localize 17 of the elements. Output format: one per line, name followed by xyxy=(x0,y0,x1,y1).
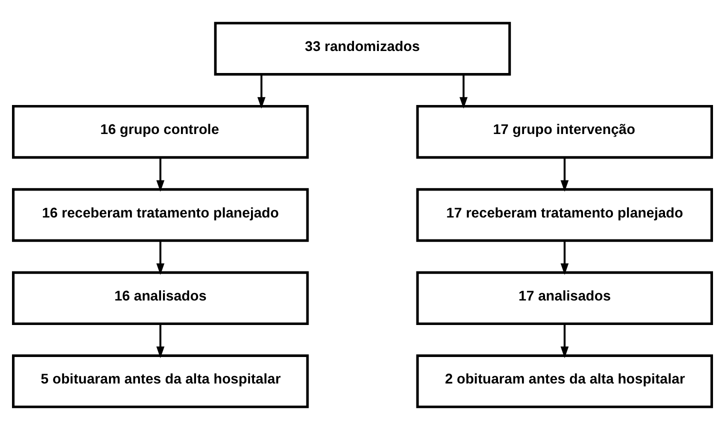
arrow xyxy=(560,324,569,358)
node-box: 16 receberam tratamento planejado xyxy=(12,188,309,242)
node-box: 5 obituaram antes da alta hospitalar xyxy=(12,354,309,408)
node-box: 16 analisados xyxy=(12,270,309,325)
arrow xyxy=(257,74,266,108)
arrow xyxy=(460,74,468,108)
arrow xyxy=(560,157,569,192)
node-box: 17 analisados xyxy=(416,270,713,325)
node-box: 17 receberam tratamento planejado xyxy=(416,188,713,242)
node-box: 16 grupo controle xyxy=(12,104,309,158)
arrow xyxy=(156,157,164,192)
node-box: 33 randomizados xyxy=(214,21,511,76)
arrow xyxy=(560,240,569,274)
arrow xyxy=(156,240,164,274)
arrow xyxy=(156,324,164,358)
node-box: 17 grupo intervenção xyxy=(416,104,713,158)
node-box: 2 obituaram antes da alta hospitalar xyxy=(416,354,713,408)
